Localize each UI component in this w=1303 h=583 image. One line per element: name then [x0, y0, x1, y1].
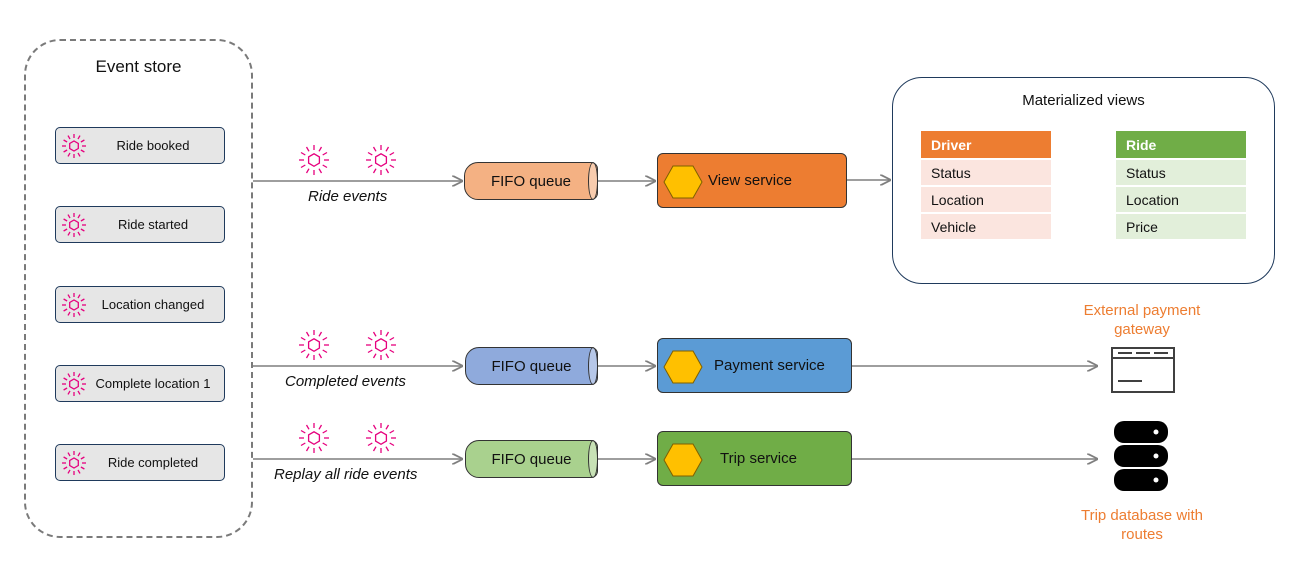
- event-burst-icon: [62, 212, 86, 237]
- driver-table: Driver Status Location Vehicle: [921, 131, 1051, 239]
- event-burst-icon: [299, 330, 329, 360]
- table-row: Status: [921, 158, 1051, 185]
- event-label: Complete location 1: [95, 376, 211, 391]
- service-label: Trip service: [720, 450, 797, 467]
- payment-service[interactable]: Payment service: [657, 338, 852, 393]
- event-ride-started[interactable]: Ride started: [55, 206, 225, 243]
- table-row: Price: [1116, 212, 1246, 239]
- event-store-container: [24, 39, 253, 538]
- flow-event-icons: [299, 145, 396, 453]
- hexagon-icon: [663, 165, 703, 199]
- table-header: Driver: [921, 131, 1051, 158]
- materialized-views-title: Materialized views: [1022, 92, 1145, 109]
- event-burst-icon: [366, 423, 396, 453]
- flow-label-replay-events: Replay all ride events: [274, 466, 418, 483]
- table-row: Location: [1116, 185, 1246, 212]
- event-burst-icon: [62, 371, 86, 396]
- event-label: Ride completed: [107, 455, 199, 470]
- queue-label: FIFO queue: [490, 172, 572, 190]
- trip-service[interactable]: Trip service: [657, 431, 852, 486]
- event-burst-icon: [366, 330, 396, 360]
- table-header: Ride: [1116, 131, 1246, 158]
- service-label: Payment service: [714, 357, 825, 374]
- event-burst-icon: [299, 145, 329, 175]
- event-label: Location changed: [101, 297, 205, 312]
- payment-gateway-icon[interactable]: [1110, 346, 1176, 394]
- view-service[interactable]: View service: [657, 153, 847, 208]
- event-ride-booked[interactable]: Ride booked: [55, 127, 225, 164]
- event-label: Ride booked: [116, 138, 190, 153]
- event-burst-icon: [62, 133, 86, 158]
- event-ride-completed[interactable]: Ride completed: [55, 444, 225, 481]
- event-burst-icon: [299, 423, 329, 453]
- trip-database-label: Trip database with routes: [1080, 507, 1203, 543]
- queue-label: FIFO queue: [491, 450, 572, 468]
- event-location-changed[interactable]: Location changed: [55, 286, 225, 323]
- queue-label: FIFO queue: [491, 357, 572, 375]
- event-complete-location[interactable]: Complete location 1: [55, 365, 225, 402]
- event-burst-icon: [62, 450, 86, 475]
- flow-label-ride-events: Ride events: [308, 188, 388, 205]
- fifo-queue-replay[interactable]: FIFO queue: [465, 440, 598, 478]
- fifo-queue-ride[interactable]: FIFO queue: [464, 162, 598, 200]
- fifo-queue-completed[interactable]: FIFO queue: [465, 347, 598, 385]
- materialized-views-container: [892, 77, 1275, 284]
- service-label: View service: [708, 172, 792, 189]
- event-burst-icon: [62, 292, 86, 317]
- hexagon-icon: [663, 350, 703, 384]
- database-icon[interactable]: [1112, 417, 1170, 493]
- table-row: Status: [1116, 158, 1246, 185]
- table-row: Vehicle: [921, 212, 1051, 239]
- hexagon-icon: [663, 443, 703, 477]
- flow-label-completed-events: Completed events: [285, 373, 406, 390]
- event-label: Ride started: [117, 217, 189, 232]
- event-burst-icon: [366, 145, 396, 175]
- event-store-title: Event store: [95, 57, 182, 76]
- ride-table: Ride Status Location Price: [1116, 131, 1246, 239]
- table-row: Location: [921, 185, 1051, 212]
- payment-gateway-label: External payment gateway: [1083, 302, 1201, 338]
